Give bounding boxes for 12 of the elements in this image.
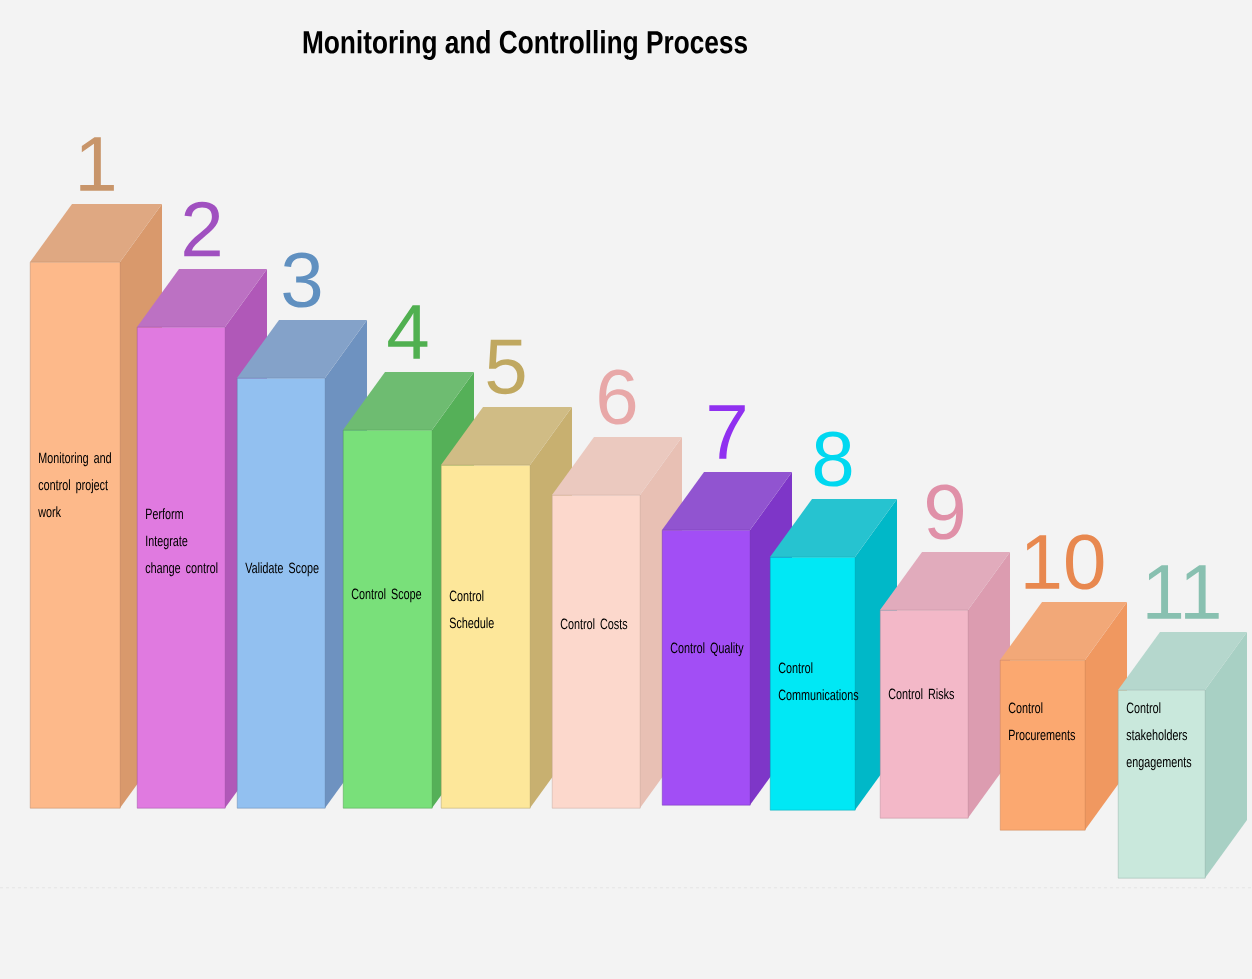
title: Monitoring and Controlling Process [303,30,747,60]
step-number: 1 [80,137,114,191]
step-number: 8 [814,431,852,487]
step-number: 7 [709,405,745,459]
step-number: 6 [599,369,636,425]
step-number: 2 [184,201,220,257]
step-number: 10 [1025,534,1104,590]
step-number: 3 [283,252,321,308]
step-number: 5 [487,339,525,395]
step-number: 11 [1147,565,1219,619]
step-number: 4 [388,305,428,359]
step-number: 9 [926,484,963,540]
